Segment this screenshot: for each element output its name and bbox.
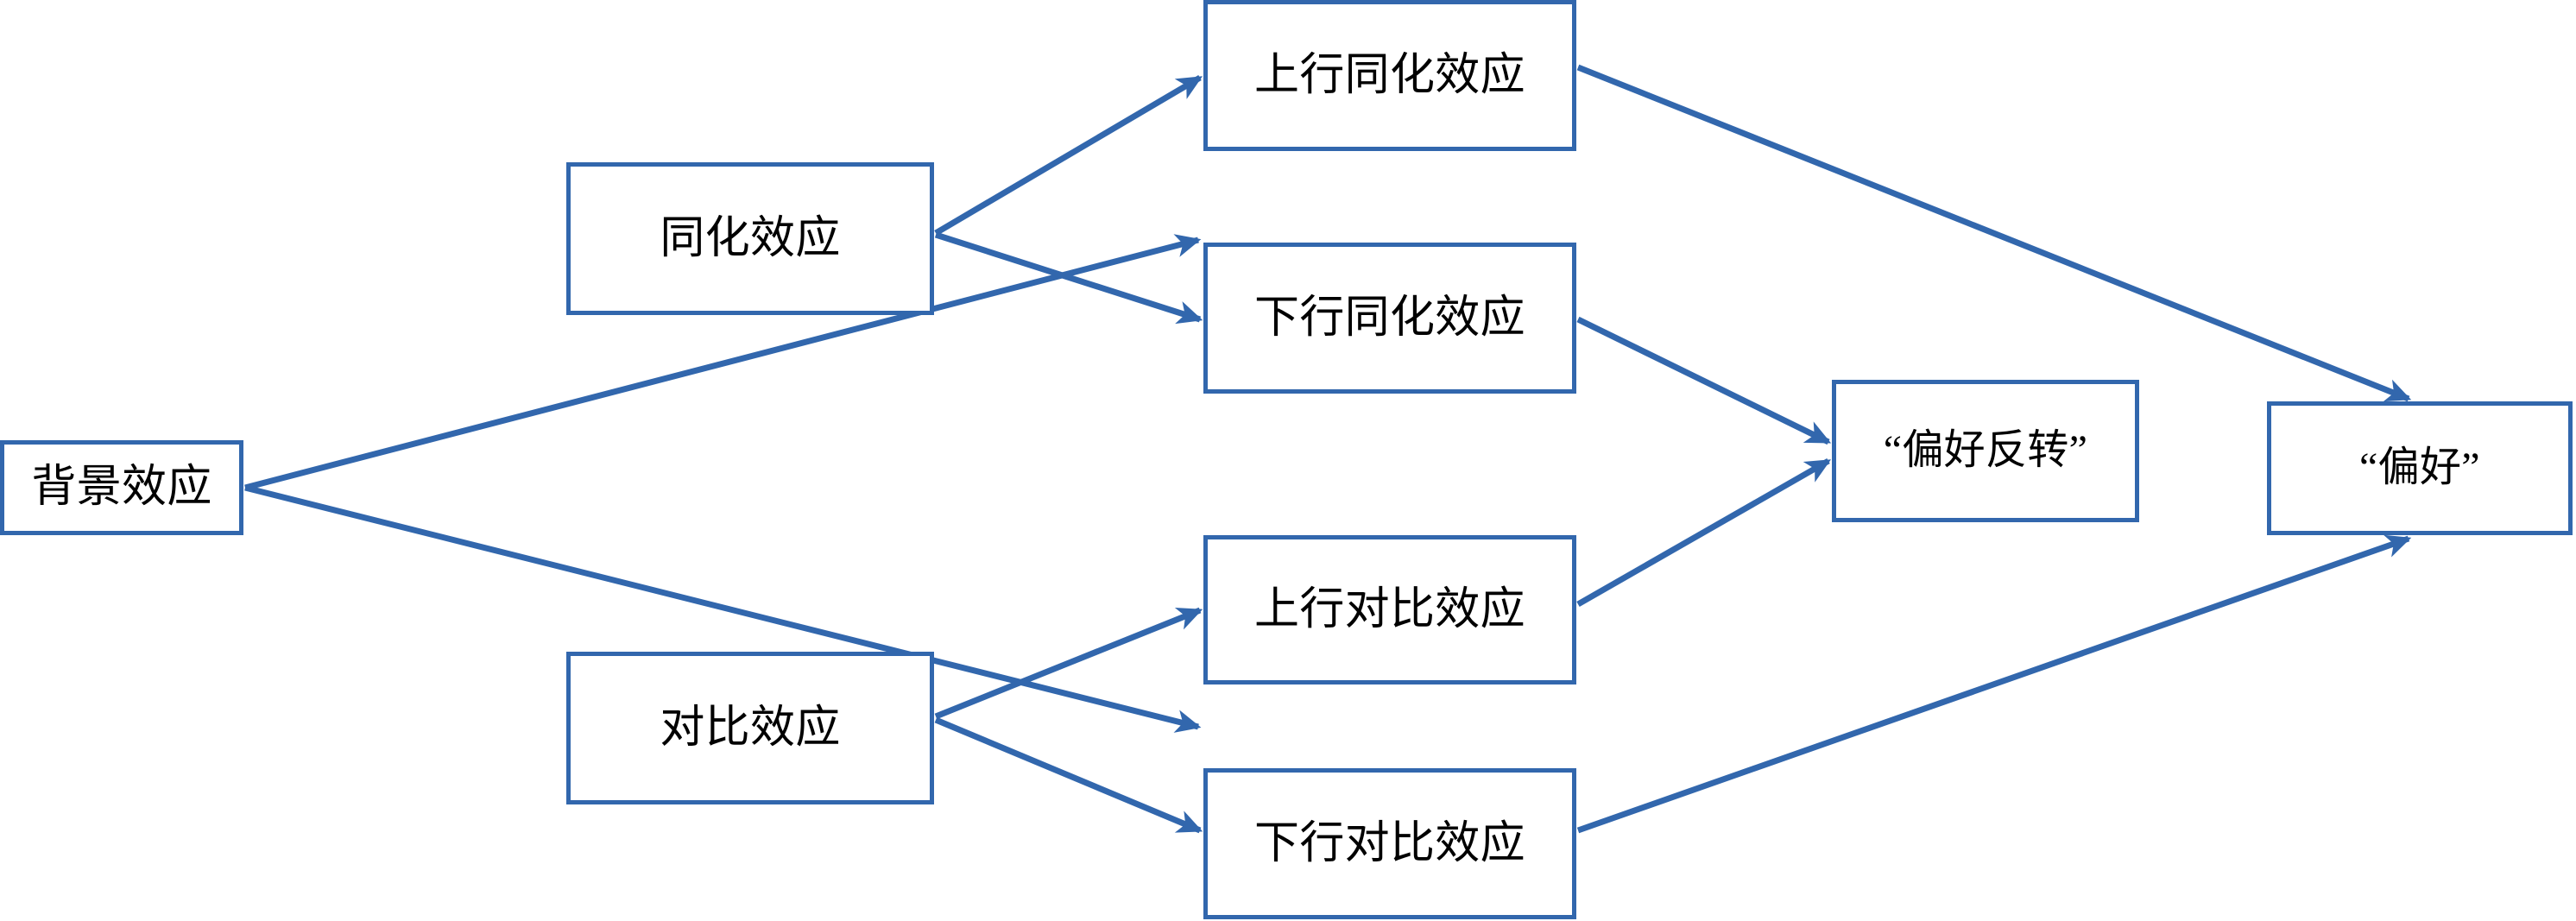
node-label-downward-assimilation-effect: 下行同化效应 xyxy=(1254,293,1525,343)
edge-upward-assimilation-to-preference xyxy=(1576,64,2412,402)
node-label-assimilation-effect: 同化效应 xyxy=(660,213,841,263)
node-downward-assimilation-effect[interactable]: 下行同化效应 xyxy=(1203,243,1576,394)
node-label-upward-contrast-effect: 上行对比效应 xyxy=(1254,584,1525,634)
edge-downward-contrast-to-preference xyxy=(1576,534,2412,834)
edge-upward-contrast-to-preference-reversal xyxy=(1576,457,1832,608)
node-background-effect[interactable]: 背景效应 xyxy=(0,440,243,535)
node-upward-assimilation-effect[interactable]: 上行同化效应 xyxy=(1203,0,1576,151)
node-label-contrast-effect: 对比效应 xyxy=(660,703,841,753)
node-label-downward-contrast-effect: 下行对比效应 xyxy=(1254,818,1525,868)
node-contrast-effect[interactable]: 对比效应 xyxy=(566,652,934,804)
edge-downward-assimilation-to-preference-reversal xyxy=(1576,316,1832,445)
node-preference-reversal[interactable]: “偏好反转” xyxy=(1832,380,2139,522)
node-label-upward-assimilation-effect: 上行同化效应 xyxy=(1254,50,1525,100)
node-label-preference-reversal: “偏好反转” xyxy=(1883,427,2088,474)
edge-assimilation-to-downward-assimilation xyxy=(934,231,1203,325)
edge-contrast-to-downward-contrast xyxy=(934,716,1203,834)
edge-contrast-to-upward-contrast xyxy=(934,607,1203,720)
node-preference[interactable]: “偏好” xyxy=(2267,401,2573,535)
node-downward-contrast-effect[interactable]: 下行对比效应 xyxy=(1203,768,1576,919)
node-upward-contrast-effect[interactable]: 上行对比效应 xyxy=(1203,535,1576,684)
node-assimilation-effect[interactable]: 同化效应 xyxy=(566,162,934,315)
node-label-preference: “偏好” xyxy=(2359,445,2480,491)
edge-assimilation-to-upward-assimilation xyxy=(934,74,1203,237)
node-label-background-effect: 背景效应 xyxy=(31,463,212,513)
